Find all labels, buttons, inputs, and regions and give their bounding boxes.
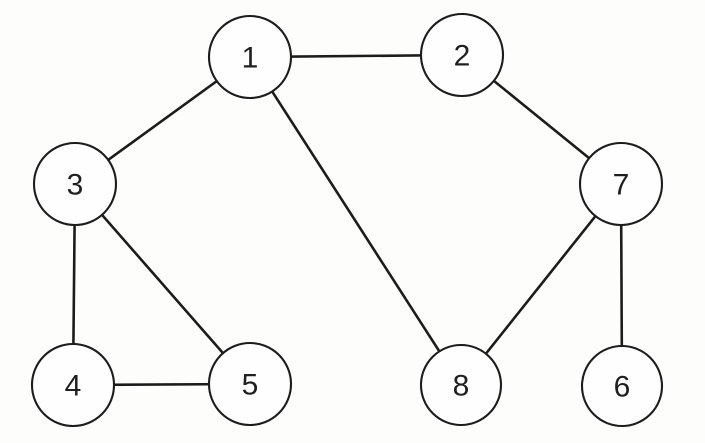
graph-node-7: 7 bbox=[578, 141, 664, 227]
graph-node-label-1: 1 bbox=[242, 42, 259, 75]
graph-node-4: 4 bbox=[30, 342, 116, 428]
graph-node-label-8: 8 bbox=[453, 370, 470, 403]
graph-node-5: 5 bbox=[207, 341, 293, 427]
graph-edge-1-8 bbox=[248, 55, 463, 387]
graph-node-label-7: 7 bbox=[613, 169, 630, 202]
graph-node-circle-8 bbox=[419, 343, 503, 427]
edge-layer bbox=[71, 53, 624, 388]
graph-node-circle-3 bbox=[32, 141, 118, 227]
graph-node-circle-2 bbox=[419, 12, 505, 98]
graph-node-3: 3 bbox=[32, 141, 118, 227]
graph-node-label-6: 6 bbox=[614, 371, 631, 404]
graph-node-8: 8 bbox=[419, 343, 503, 427]
graph-node-circle-7 bbox=[578, 141, 664, 227]
graph-node-2: 2 bbox=[419, 12, 505, 98]
graph-edge-3-5 bbox=[73, 182, 252, 386]
graph-edge-7-8 bbox=[459, 182, 623, 387]
graph-node-label-2: 2 bbox=[454, 40, 471, 73]
graph-node-label-5: 5 bbox=[242, 369, 259, 402]
graph-node-circle-1 bbox=[207, 14, 293, 100]
graph-node-circle-5 bbox=[207, 341, 293, 427]
node-layer: 1 2 3 7 4 5 8 6 bbox=[30, 12, 664, 428]
graph-node-6: 6 bbox=[580, 344, 664, 428]
graph-node-label-4: 4 bbox=[65, 370, 82, 403]
graph-node-label-3: 3 bbox=[67, 169, 84, 202]
graph-node-circle-4 bbox=[30, 342, 116, 428]
graph-node-circle-6 bbox=[580, 344, 664, 428]
graph-node-1: 1 bbox=[207, 14, 293, 100]
